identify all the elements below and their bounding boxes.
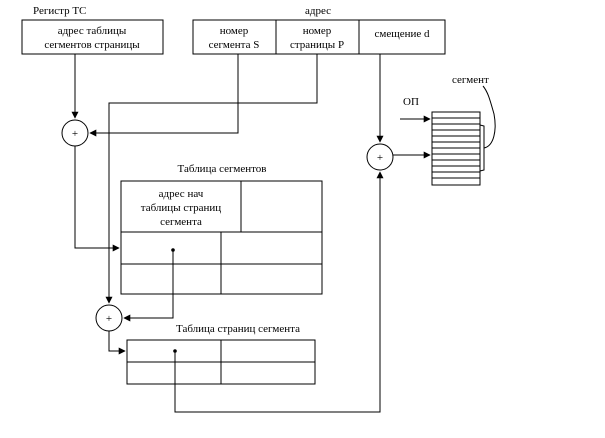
address-box [192, 19, 446, 55]
address-title: адрес [305, 5, 331, 17]
segment-table: Таблица сегментов адрес нач таблицы стра… [120, 163, 323, 295]
address-segment-line1: номер [220, 25, 249, 37]
address-segment-line2: сегмента S [209, 39, 260, 51]
connectors [71, 54, 431, 413]
memory-segment-label: сегмент [452, 74, 489, 86]
virtual-address: адрес номер сегмента S номер страницы P … [192, 5, 446, 55]
segment-bracket [479, 124, 485, 172]
arrow-adder1-to-segment-table [74, 146, 120, 252]
segment-table-title: Таблица сегментов [178, 163, 267, 175]
arrow-adder2-to-page-table [108, 331, 126, 355]
adder-3: + [366, 143, 394, 171]
register-tc-line2: сегментов страницы [44, 39, 140, 51]
main-memory: ОП сегмент [403, 74, 496, 186]
arrow-s-to-adder1 [89, 54, 239, 137]
page-table-title: Таблица страниц сегмента [176, 323, 300, 335]
adder-1-symbol: + [72, 128, 78, 140]
segment-table-header-line3: сегмента [160, 216, 202, 228]
register-tc: Регистр ТС адрес таблицы сегментов стран… [21, 5, 164, 55]
segment-table-header-line2: таблицы страниц [141, 202, 222, 214]
address-page-line1: номер [303, 25, 332, 37]
arrow-p-to-adder2 [105, 54, 318, 304]
register-tc-line1: адрес таблицы [58, 25, 127, 37]
adder-2-symbol: + [106, 313, 112, 325]
adder-3-circle [366, 143, 394, 171]
register-tc-title: Регистр ТС [33, 5, 86, 17]
segment-callout-line [482, 85, 496, 149]
memory-lines [432, 117, 480, 179]
arrow-page-entry-to-adder3 [174, 171, 384, 413]
adder-1: + [61, 119, 89, 147]
address-page-line2: страницы P [290, 39, 344, 51]
segment-table-header-line1: адрес нач [159, 188, 204, 200]
adder-3-symbol: + [377, 152, 383, 164]
adder-2: + [95, 304, 123, 332]
memory-label: ОП [403, 96, 419, 108]
page-table: Таблица страниц сегмента [126, 323, 316, 385]
arrow-segment-entry-to-adder2 [123, 250, 174, 322]
address-offset: смещение d [375, 28, 430, 40]
register-tc-cell [21, 19, 164, 55]
